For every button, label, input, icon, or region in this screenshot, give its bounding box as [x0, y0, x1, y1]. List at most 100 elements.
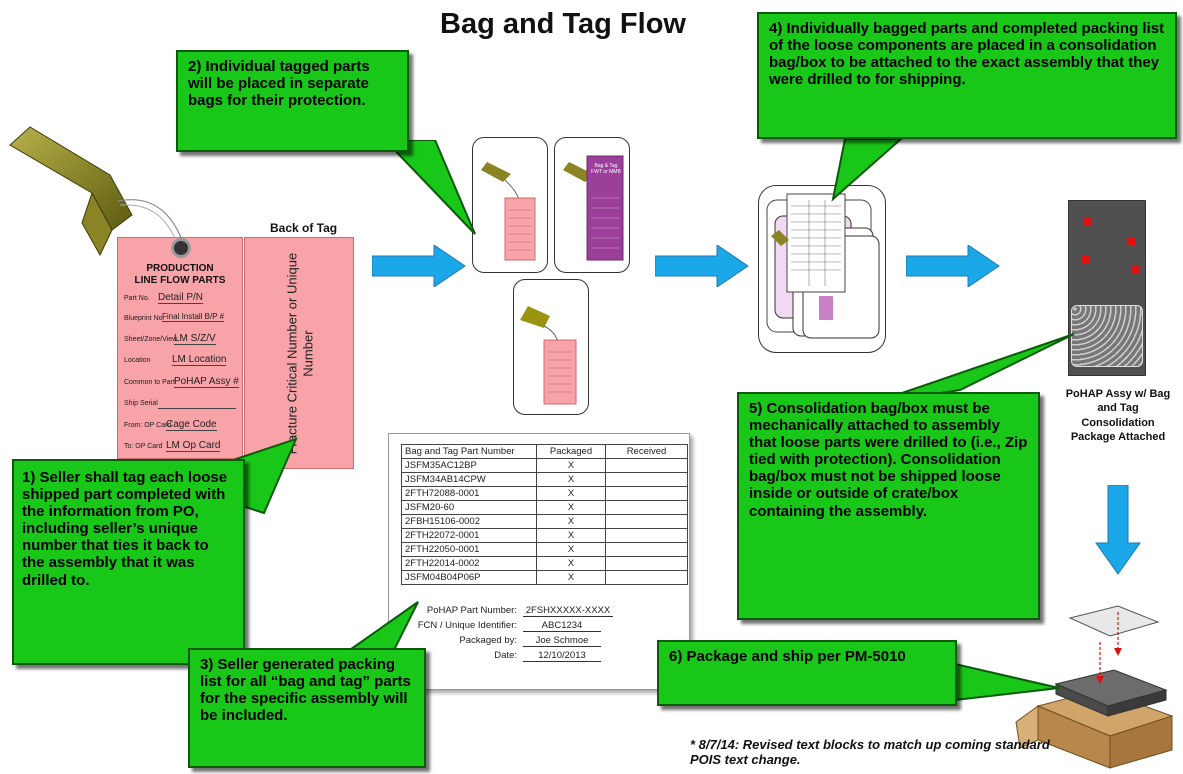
consolidation-bag — [758, 185, 886, 353]
attached-package — [1071, 305, 1143, 367]
marker — [1081, 255, 1089, 263]
tag-title: PRODUCTION LINE FLOW PARTS — [134, 263, 226, 286]
table-header-row: Bag and Tag Part Number Packaged Receive… — [401, 444, 688, 459]
footer-value: Joe Schmoe — [523, 635, 601, 647]
part-number-cell: JSFM04B04P06P — [401, 570, 537, 585]
callout-4-pointer — [831, 138, 904, 202]
revision-note: * 8/7/14: Revised text blocks to match u… — [690, 737, 1050, 767]
packaged-cell: X — [536, 542, 606, 557]
bagged-part-card — [513, 279, 589, 415]
marker — [1131, 265, 1139, 273]
packaged-cell: X — [536, 500, 606, 515]
footer-value: 2FSHXXXXX-XXXX — [523, 605, 613, 617]
received-cell — [605, 570, 688, 585]
tag-field-label: From: OP Card — [124, 422, 172, 429]
tag-field-value: PoHAP Assy # — [174, 376, 239, 388]
part-number-cell: JSFM20-60 — [401, 500, 537, 515]
footer-label: FCN / Unique Identifier: — [417, 620, 517, 631]
part-number-cell: 2FTH22072-0001 — [401, 528, 537, 543]
callout-6-pointer — [955, 662, 1060, 702]
consolidation-bag-image — [766, 193, 880, 339]
tag-field-value: LM Op Card — [166, 440, 221, 452]
back-of-tag-heading: Back of Tag — [270, 221, 338, 235]
bagged-part-card — [472, 137, 548, 273]
packaged-cell: X — [536, 514, 606, 529]
tag-field-label: Location — [124, 357, 151, 364]
callout-step-4: 4) Individually bagged parts and complet… — [757, 12, 1177, 139]
tag-field-label: Part No. — [124, 295, 150, 302]
flow-arrow-3 — [906, 245, 1000, 287]
received-cell — [605, 542, 688, 557]
received-cell — [605, 514, 688, 529]
footer-value: 12/10/2013 — [523, 650, 601, 662]
part-number-cell: 2FBH15106-0002 — [401, 514, 537, 529]
tag-field-label: Sheet/Zone/View — [124, 336, 178, 343]
received-cell — [605, 458, 688, 473]
bracket-part-image — [9, 126, 183, 257]
shipping-box-image — [1015, 605, 1174, 769]
packing-list-table: Bag and Tag Part Number Packaged Receive… — [401, 444, 688, 585]
production-tag: PRODUCTION LINE FLOW PARTS Part No. Deta… — [117, 237, 243, 459]
tag-field-value: LM S/Z/V — [174, 333, 216, 345]
packaged-cell: X — [536, 486, 606, 501]
tag-field-label: To: OP Card — [124, 443, 163, 450]
flow-arrow-2 — [655, 245, 749, 287]
callout-step-2: 2) Individual tagged parts will be place… — [176, 50, 409, 152]
column-header: Bag and Tag Part Number — [401, 444, 537, 459]
tag-field-label: Ship Serial — [124, 400, 158, 407]
back-of-tag: Fracture Critical Number or Unique Numbe… — [244, 237, 354, 469]
tag-field-value: Cage Code — [166, 419, 217, 431]
packaged-cell: X — [536, 472, 606, 487]
column-header: Packaged — [536, 444, 606, 459]
bagged-part-image — [563, 155, 624, 261]
flow-arrow-down — [1095, 485, 1141, 575]
tag-field-label: Blueprint No. — [124, 315, 165, 322]
part-number-cell: 2FTH72088-0001 — [401, 486, 537, 501]
callout-2-pointer — [383, 140, 476, 235]
pohap-assembly — [1068, 200, 1146, 376]
packaged-cell: X — [536, 556, 606, 571]
callout-step-6: 6) Package and ship per PM-5010 — [657, 640, 957, 706]
back-of-tag-text: Fracture Critical Number or Unique Numbe… — [284, 252, 315, 455]
part-number-cell: 2FTH22014-0002 — [401, 556, 537, 571]
part-number-cell: JSFM35AC12BP — [401, 458, 537, 473]
assembly-caption: PoHAP Assy w/ Bag and Tag Consolidation … — [1065, 388, 1171, 443]
tag-field-value: Final Install B/P # — [162, 312, 225, 322]
received-cell — [605, 500, 688, 515]
marker — [1083, 217, 1091, 225]
bagged-part-card: Bag & Tag FWT or MMB — [554, 137, 630, 273]
bagged-part-image — [520, 306, 577, 405]
part-number-cell: JSFM34AB14CPW — [401, 472, 537, 487]
flow-arrow-1 — [372, 245, 466, 287]
received-cell — [605, 486, 688, 501]
callout-step-3: 3) Seller generated packing list for all… — [188, 648, 426, 768]
callout-step-5: 5) Consolidation bag/box must be mechani… — [737, 392, 1040, 620]
footer-value: ABC1234 — [523, 620, 601, 632]
part-number-cell: 2FTH22050-0001 — [401, 542, 537, 557]
footer-label: PoHAP Part Number: — [426, 605, 517, 616]
tag-field-label: Common to Part — [124, 379, 175, 386]
received-cell — [605, 472, 688, 487]
packing-list: Bag and Tag Part Number Packaged Receive… — [388, 433, 690, 690]
footer-label: Date: — [494, 650, 517, 661]
packaged-cell: X — [536, 528, 606, 543]
footer-label: Packaged by: — [459, 635, 517, 646]
marker — [1128, 237, 1136, 245]
page-title: Bag and Tag Flow — [440, 8, 686, 40]
received-cell — [605, 528, 688, 543]
column-header: Received — [605, 444, 688, 459]
tag-grommet — [171, 238, 191, 258]
received-cell — [605, 556, 688, 571]
bagged-part-image — [481, 162, 536, 261]
packaged-cell: X — [536, 458, 606, 473]
tag-field-value — [158, 399, 236, 409]
mini-tag-text: Bag & Tag FWT or MMB — [591, 163, 621, 175]
